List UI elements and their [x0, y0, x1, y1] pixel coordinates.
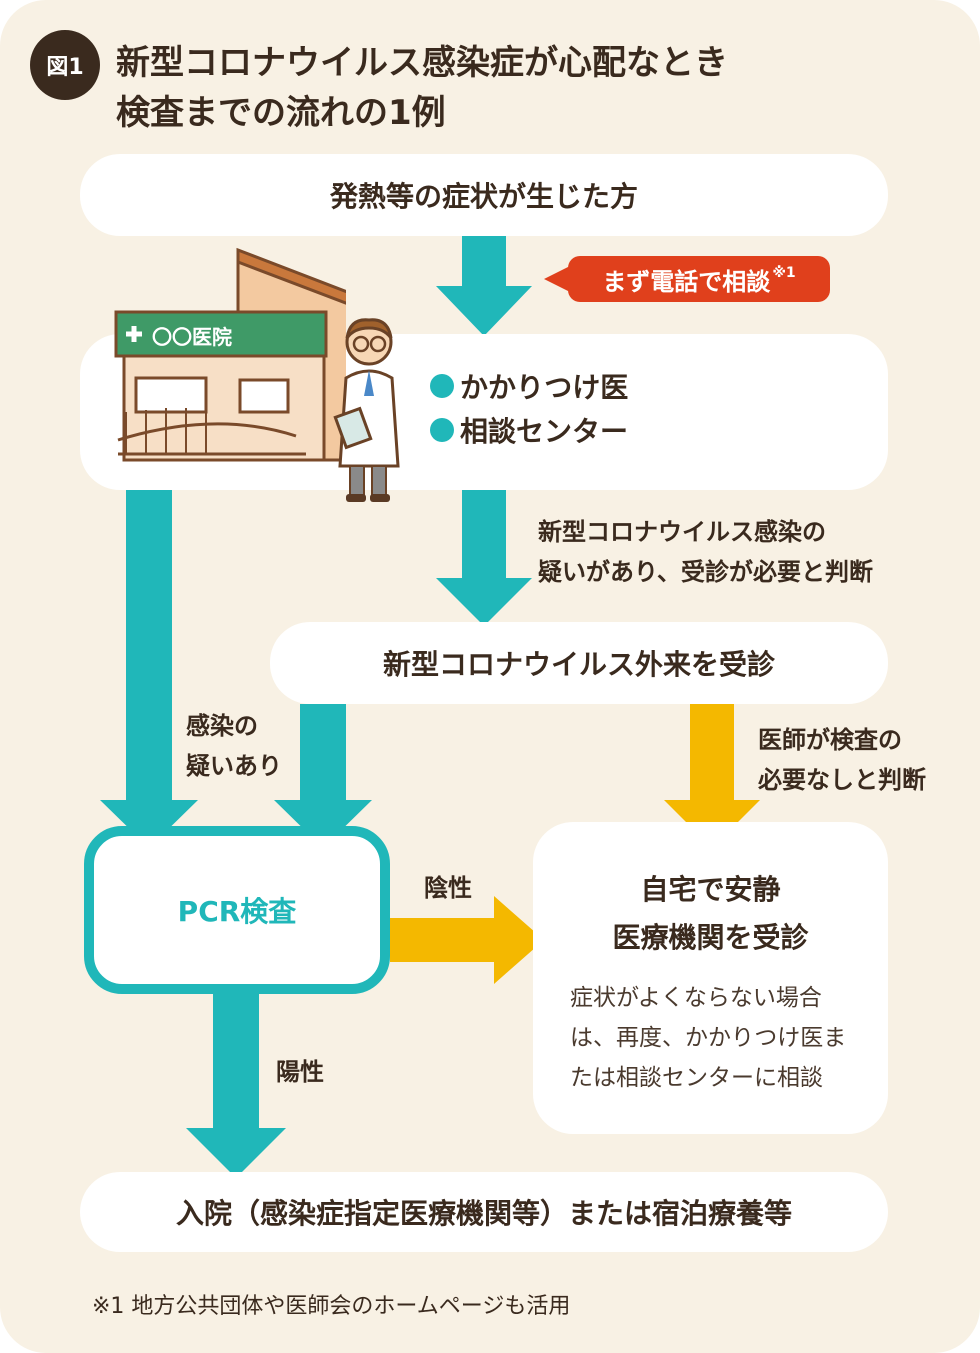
consult-item-2: 相談センター	[430, 410, 628, 450]
outpatient-box: 新型コロナウイルス外来を受診	[270, 622, 888, 704]
hospital-illustration: 〇〇医院	[114, 247, 346, 462]
arrow-consult-to-pcr	[100, 490, 198, 848]
home-title-line-2: 医療機関を受診	[612, 921, 809, 954]
judgement-label: 新型コロナウイルス感染の 疑いがあり、受診が必要と判断	[538, 512, 873, 592]
arrow-outpatient-to-home	[664, 704, 760, 848]
home-note: 症状がよくならない場合 は、再度、かかりつけ医ま たは相談センターに相談	[570, 978, 846, 1098]
consult-item-1: かかりつけ医	[430, 366, 628, 406]
consult-item-2-text: 相談センター	[460, 415, 629, 448]
judgement-line-1: 新型コロナウイルス感染の	[538, 518, 826, 546]
callout-note-ref: ※1	[772, 265, 796, 281]
arrow-start-to-consult	[436, 236, 532, 336]
callout-text: まず電話で相談	[602, 267, 771, 296]
suspect-line-2: 疑いあり	[186, 752, 282, 780]
arrow-consult-to-outpatient	[436, 490, 532, 626]
phone-consult-callout: まず電話で相談※1	[568, 256, 830, 302]
negative-label: 陰性	[424, 874, 472, 902]
final-box: 入院（感染症指定医療機関等）または宿泊療養等	[80, 1172, 888, 1252]
arrow-pcr-to-home	[390, 896, 544, 984]
arrow-pcr-to-final	[186, 994, 286, 1178]
home-rest-box	[533, 822, 888, 1134]
hospital-sign-text: 〇〇医院	[152, 325, 232, 349]
suspect-line-1: 感染の	[186, 712, 258, 740]
positive-label: 陽性	[276, 1058, 324, 1086]
title-line-2: 検査までの流れの1例	[116, 93, 446, 133]
no-test-line-1: 医師が検査の	[758, 726, 902, 754]
consult-item-1-text: かかりつけ医	[460, 371, 629, 404]
bullet-dot-icon	[430, 418, 454, 442]
figure-badge: 図1	[30, 30, 100, 100]
suspect-label: 感染の 疑いあり	[186, 706, 282, 786]
pcr-test-box: PCR検査	[84, 826, 390, 994]
title-line-1: 新型コロナウイルス感染症が心配なとき	[116, 43, 728, 83]
no-test-line-2: 必要なしと判断	[758, 766, 926, 794]
no-test-label: 医師が検査の 必要なしと判断	[758, 720, 926, 800]
home-note-line-2: は、再度、かかりつけ医ま	[570, 1025, 847, 1051]
callout-pointer	[544, 266, 570, 292]
doctor-illustration	[333, 318, 400, 502]
home-note-line-3: たは相談センターに相談	[570, 1065, 823, 1091]
home-note-line-1: 症状がよくならない場合	[570, 985, 822, 1011]
figure-title: 新型コロナウイルス感染症が心配なとき 検査までの流れの1例	[116, 38, 728, 138]
arrow-outpatient-to-pcr	[274, 704, 372, 848]
judgement-line-2: 疑いがあり、受診が必要と判断	[538, 558, 874, 586]
footnote: ※1 地方公共団体や医師会のホームページも活用	[92, 1294, 571, 1319]
start-box: 発熱等の症状が生じた方	[80, 154, 888, 236]
bullet-dot-icon	[430, 374, 454, 398]
home-title-line-1: 自宅で安静	[640, 873, 781, 906]
